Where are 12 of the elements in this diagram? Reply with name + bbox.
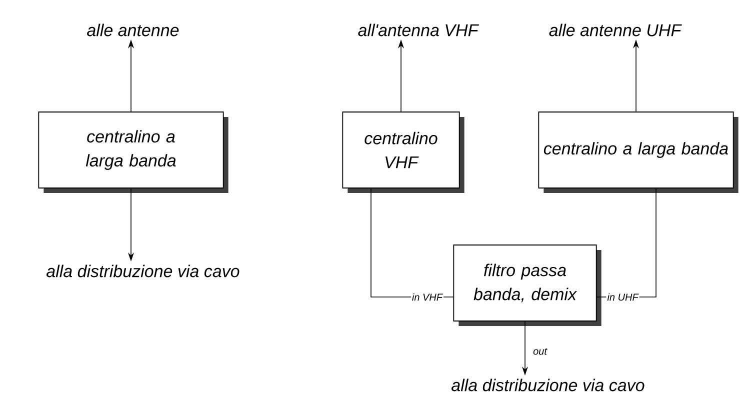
signal-text: alle antenne [87, 24, 179, 36]
edge-label: in UHF [606, 292, 640, 302]
block-box: centralino a larga banda [38, 112, 228, 193]
block-box: filtro passa banda, demix [453, 244, 602, 326]
block-box: centralino VHF [342, 112, 464, 193]
signal-text: alle antenne UHF [549, 24, 682, 36]
signal-text: alla distribuzione via cavo [452, 378, 644, 392]
signal-text: alla distribuzione via cavo [46, 264, 240, 278]
edge-label: out [532, 347, 548, 356]
signal-text: all'antenna VHF [358, 24, 479, 36]
block-box: centralino a larga banda [538, 112, 738, 193]
edge-label: in VHF [410, 292, 444, 302]
